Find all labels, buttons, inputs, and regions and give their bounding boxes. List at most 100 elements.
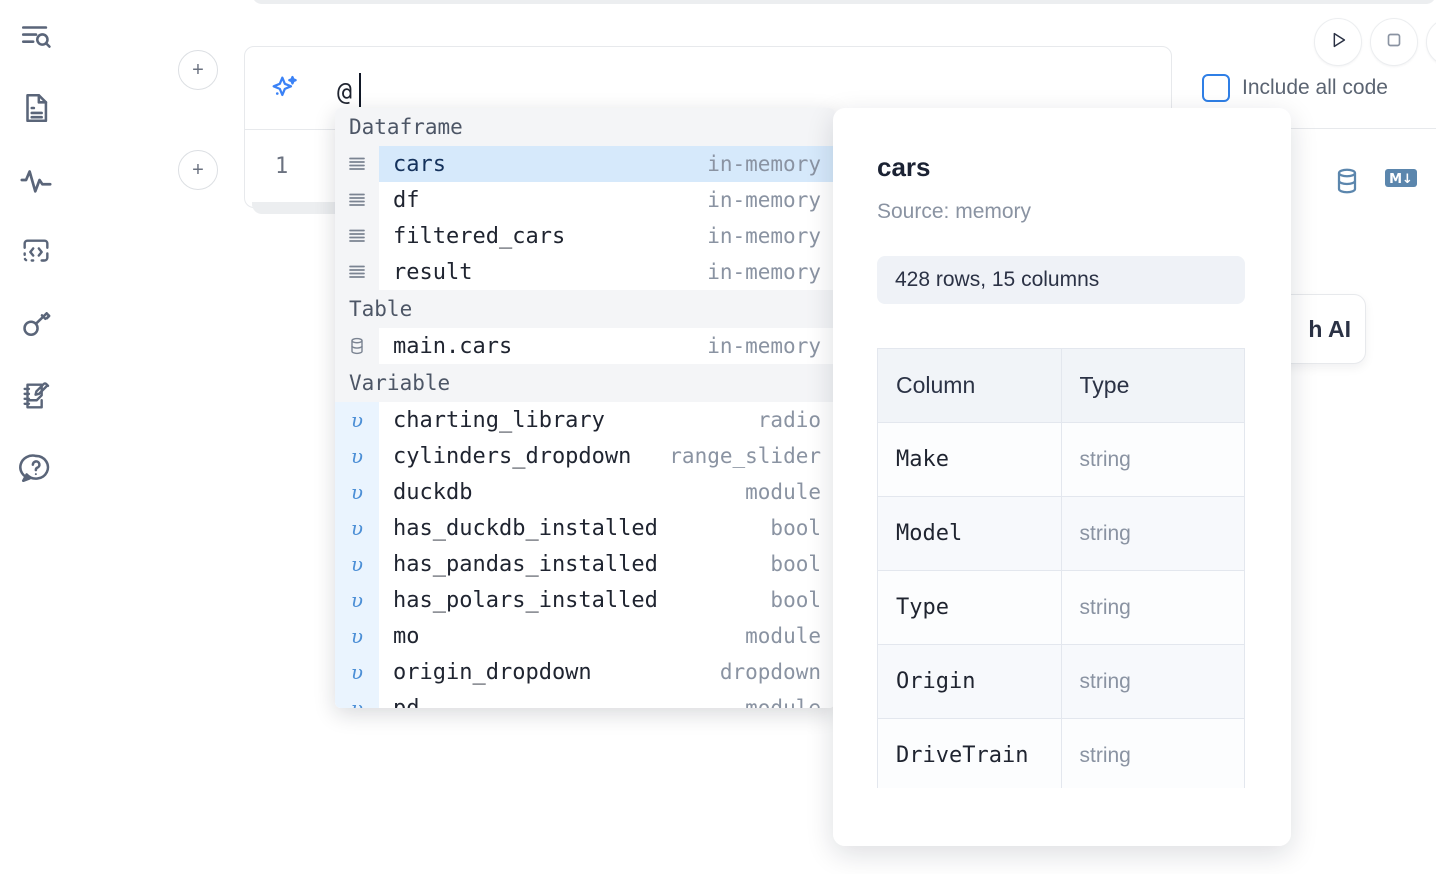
sidebar-item-activity[interactable] [14,158,58,202]
dataframe-icon [335,146,379,182]
sidebar-item-scratchpad[interactable] [14,374,58,418]
table-cell-type: string [1061,497,1245,571]
svg-text:M↓: M↓ [1389,172,1413,187]
autocomplete-item[interactable]: υhas_polars_installed bool [335,582,835,618]
table-cell-column: Type [878,571,1062,645]
table-db-icon [335,328,379,364]
autocomplete-item-name: charting_library [379,408,605,433]
table-column-header: Column [878,349,1062,423]
dataframe-icon [335,254,379,290]
detail-bottom-fade [833,788,1291,846]
table-cell-column: Model [878,497,1062,571]
more-options-button[interactable] [1426,18,1436,66]
autocomplete-item[interactable]: υorigin_dropdowndropdown [335,654,835,690]
autocomplete-item-name: mo [379,624,420,649]
explore-outline-icon [19,19,53,53]
autocomplete-item[interactable]: carsin-memory [335,146,835,182]
previous-cell-edge [252,0,1436,4]
notebook-edit-icon [19,379,53,413]
plus-icon: + [192,160,204,180]
table-cell-type: string [1061,571,1245,645]
autocomplete-item-name: main.cars [379,334,512,359]
autocomplete-item-type: module [745,480,835,504]
autocomplete-item-type: range_slider [669,444,835,468]
table-cell-type: string [1061,719,1245,793]
plus-icon: + [192,60,204,80]
stop-square-icon [1383,29,1405,56]
detail-title: cars [877,152,931,183]
detail-source: Source: memory [877,200,1031,224]
sidebar-item-document[interactable] [14,86,58,130]
sidebar-item-help[interactable] [14,446,58,490]
autocomplete-item-name: duckdb [379,480,472,505]
autocomplete-item[interactable]: υhas_duckdb_installedbool [335,510,835,546]
line-number: 1 [275,154,288,179]
autocomplete-item[interactable]: υmomodule [335,618,835,654]
autocomplete-item-name: pd [379,696,420,709]
markdown-icon[interactable]: M↓ [1384,166,1418,201]
sidebar-item-snippets[interactable] [14,230,58,274]
autocomplete-item[interactable]: filtered_carsin-memory [335,218,835,254]
variable-icon: υ [335,546,379,582]
autocomplete-item-name: has_polars_installed [379,588,658,613]
autocomplete-group-header: Table [335,290,835,328]
document-icon [19,91,53,125]
autocomplete-item-type: bool [770,516,835,540]
variable-detail-popover: cars Source: memory 428 rows, 15 columns… [833,108,1291,846]
database-icon[interactable] [1332,166,1362,201]
autocomplete-item[interactable]: main.cars in-memory [335,328,835,364]
autocomplete-item[interactable]: υduckdb module [335,474,835,510]
autocomplete-item-type: module [745,624,835,648]
key-icon [19,307,53,341]
autocomplete-item[interactable]: υpdmodule [335,690,835,708]
autocomplete-item-name: cars [379,152,446,177]
run-button[interactable] [1314,18,1362,66]
table-row: DriveTrainstring [878,719,1245,793]
add-cell-button-top[interactable]: + [178,50,218,90]
table-header-row: ColumnType [878,349,1245,423]
table-cell-column: Origin [878,645,1062,719]
text-cursor [359,73,361,107]
detail-shape-badge: 428 rows, 15 columns [877,256,1245,304]
include-all-code-row[interactable]: Include all code [1202,74,1388,102]
ai-prompt-input[interactable]: @ [337,77,352,106]
cell-output-toolbar: M↓ [1332,166,1418,201]
autocomplete-item-name: cylinders_dropdown [379,444,631,469]
autocomplete-item-name: df [379,188,420,213]
autocomplete-item[interactable]: υcharting_library radio [335,402,835,438]
autocomplete-item[interactable]: result in-memory [335,254,835,290]
autocomplete-item[interactable]: df in-memory [335,182,835,218]
stop-button[interactable] [1370,18,1418,66]
autocomplete-item[interactable]: υcylinders_dropdown range_slider [335,438,835,474]
autocomplete-item-type: radio [758,408,835,432]
play-icon [1327,29,1349,56]
autocomplete-item-type: dropdown [720,660,835,684]
autocomplete-item-type: module [745,696,835,708]
sidebar-item-secrets[interactable] [14,302,58,346]
table-cell-type: string [1061,645,1245,719]
autocomplete-item-name: origin_dropdown [379,660,592,685]
table-cell-column: DriveTrain [878,719,1062,793]
variable-icon: υ [335,474,379,510]
add-cell-button-bottom[interactable]: + [178,150,218,190]
variable-icon: υ [335,438,379,474]
autocomplete-item-type: in-memory [707,188,835,212]
include-all-code-checkbox[interactable] [1202,74,1230,102]
table-row: Modelstring [878,497,1245,571]
autocomplete-item-type: in-memory [707,224,835,248]
autocomplete-item[interactable]: υhas_pandas_installedbool [335,546,835,582]
table-row: Makestring [878,423,1245,497]
autocomplete-item-type: in-memory [707,334,835,358]
variable-icon: υ [335,510,379,546]
autocomplete-item-type: bool [770,588,835,612]
autocomplete-item-name: result [379,260,472,285]
variable-icon: υ [335,402,379,438]
dataframe-icon [335,218,379,254]
autocomplete-item-type: in-memory [707,260,835,284]
variable-icon: υ [335,582,379,618]
detail-schema-table: ColumnType MakestringModelstringTypestri… [877,348,1245,846]
autocomplete-item-name: has_pandas_installed [379,552,658,577]
sidebar-item-explore[interactable] [14,14,58,58]
autocomplete-dropdown[interactable]: Dataframecarsin-memorydfin-memoryfiltere… [335,108,835,708]
